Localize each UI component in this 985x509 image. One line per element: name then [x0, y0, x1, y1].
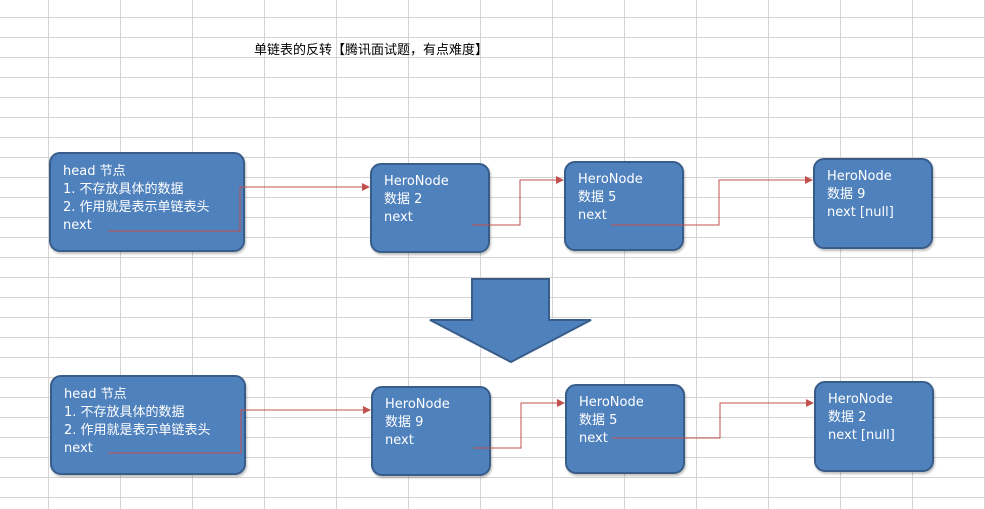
top-node-3: HeroNode 数据 9 next [null]	[813, 158, 933, 249]
node-data: 数据 5	[579, 413, 618, 428]
bottom-node-1: HeroNode 数据 9 next	[371, 386, 491, 476]
head-node-desc-1: 1. 不存放具体的数据	[64, 405, 185, 420]
top-node-2: HeroNode 数据 5 next	[564, 161, 684, 251]
node-type: HeroNode	[578, 172, 643, 187]
top-node2-to-node3-connector	[611, 176, 813, 226]
bottom-node-2: HeroNode 数据 5 next	[565, 384, 685, 474]
node-next: next [null]	[827, 205, 894, 220]
top-node-1: HeroNode 数据 2 next	[370, 163, 490, 253]
node-data: 数据 9	[385, 415, 424, 430]
reverse-down-arrow	[429, 278, 592, 364]
bottom-node-3: HeroNode 数据 2 next [null]	[814, 381, 934, 472]
head-node-label: head 节点	[64, 387, 127, 402]
node-data: 数据 9	[827, 187, 866, 202]
node-type: HeroNode	[384, 174, 449, 189]
node-type: HeroNode	[827, 169, 892, 184]
node-next: next	[385, 433, 414, 448]
node-type: HeroNode	[385, 397, 450, 412]
bottom-node2-to-node3-connector	[612, 399, 814, 439]
node-type: HeroNode	[828, 392, 893, 407]
node-next: next	[578, 208, 607, 223]
diagram-title: 单链表的反转【腾讯面试题，有点难度】	[254, 43, 489, 58]
node-data: 数据 2	[384, 192, 423, 207]
head-node-desc-1: 1. 不存放具体的数据	[63, 182, 184, 197]
node-next: next	[384, 210, 413, 225]
bottom-head-to-node1-connector	[108, 406, 371, 454]
top-head-node: head 节点 1. 不存放具体的数据 2. 作用就是表示单链表头 next	[49, 152, 245, 252]
head-node-label: head 节点	[63, 164, 126, 179]
bottom-head-node: head 节点 1. 不存放具体的数据 2. 作用就是表示单链表头 next	[50, 375, 246, 475]
head-node-next: next	[64, 441, 93, 456]
node-next: next	[579, 431, 608, 446]
node-next: next [null]	[828, 428, 895, 443]
head-node-desc-2: 2. 作用就是表示单链表头	[64, 423, 211, 438]
head-node-desc-2: 2. 作用就是表示单链表头	[63, 200, 210, 215]
top-head-to-node1-connector	[108, 183, 370, 232]
bottom-node1-to-node2-connector	[473, 399, 565, 449]
head-node-next: next	[63, 218, 92, 233]
top-node1-to-node2-connector	[472, 176, 564, 226]
node-type: HeroNode	[579, 395, 644, 410]
node-data: 数据 2	[828, 410, 867, 425]
node-data: 数据 5	[578, 190, 617, 205]
